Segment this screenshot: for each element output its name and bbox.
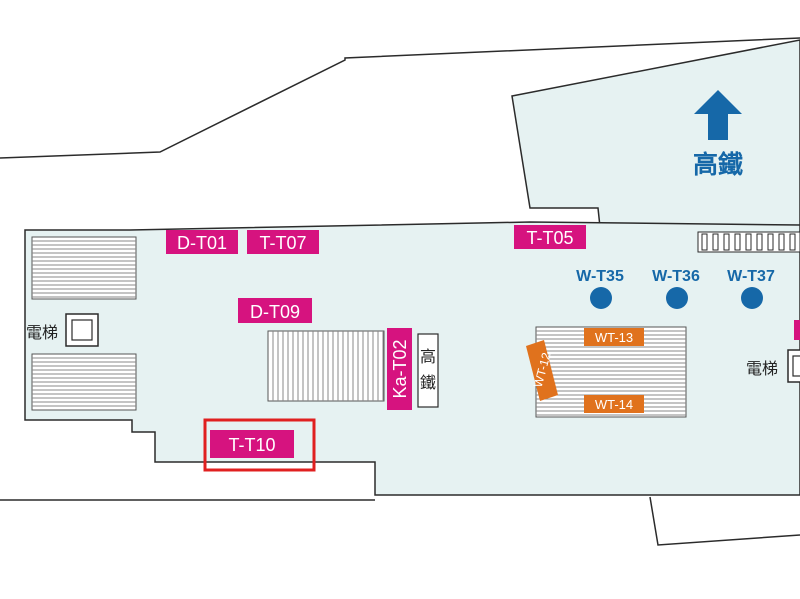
wt14-label[interactable]: WT-14 — [595, 397, 633, 412]
gate-label-t-t07-bg — [247, 230, 319, 254]
station-label-w-t35: W-T35 — [576, 268, 624, 285]
highlight-box — [203, 418, 316, 472]
hsr-area-label: 高鐵 — [693, 150, 743, 179]
gate-label-t-t05-bg — [514, 225, 586, 249]
hsr-area — [511, 39, 800, 247]
ticket-gate — [767, 233, 774, 251]
ticket-gate — [778, 233, 785, 251]
gate-label-d-t09-bg — [238, 298, 312, 323]
gate-label-d-t01-bg — [166, 230, 238, 254]
ticket-gate — [734, 233, 741, 251]
stairs-bottom-left — [31, 353, 137, 411]
gate-label-t-t07[interactable]: T-T07 — [259, 233, 306, 253]
elevator-left-label: 電梯 — [26, 323, 58, 342]
ticket-gate — [745, 233, 752, 251]
wt13-bg — [584, 328, 644, 346]
gate-label-ka-t02[interactable]: Ka-T02 — [390, 339, 410, 398]
elevator-right-label: 電梯 — [746, 359, 778, 378]
wt13-label[interactable]: WT-13 — [595, 330, 633, 345]
ticket-gate — [756, 233, 763, 251]
wt14-bg — [584, 395, 644, 413]
gate-label-d-t09[interactable]: D-T09 — [250, 302, 300, 322]
elevator-left-inner — [71, 319, 93, 341]
arrow-up-icon — [694, 90, 742, 140]
hsr-sign-line2: 鐵 — [420, 373, 436, 392]
gate-label-t-t10[interactable]: T-T10 — [228, 435, 275, 455]
gate-label-d-t01[interactable]: D-T01 — [177, 233, 227, 253]
street-outline — [0, 37, 800, 159]
station-label-w-t36: W-T36 — [652, 268, 700, 285]
gate-label-partial-bg — [794, 320, 800, 340]
station-dot-w-t36[interactable] — [666, 287, 688, 309]
ticket-gate — [723, 233, 730, 251]
lower-outline — [0, 496, 800, 546]
elevator-right-inner — [792, 355, 800, 377]
gate-label-t-t10-bg — [210, 430, 294, 458]
elevator-left-icon — [65, 313, 99, 347]
gate-label-ka-t02-bg — [387, 328, 412, 410]
hsr-sign-box — [417, 333, 439, 408]
stairs-top-left — [31, 236, 137, 300]
wt12-bg — [526, 340, 558, 401]
stairs-center — [267, 330, 385, 402]
hsr-gate-row — [697, 231, 800, 253]
ticket-gate — [789, 233, 796, 251]
elevator-right-icon — [787, 349, 800, 383]
station-dot-w-t35[interactable] — [590, 287, 612, 309]
station-label-w-t37: W-T37 — [727, 268, 775, 285]
hsr-sign-line1: 高 — [420, 347, 436, 366]
station-dot-w-t37[interactable] — [741, 287, 763, 309]
ticket-gate — [701, 233, 708, 251]
gate-label-t-t05[interactable]: T-T05 — [526, 228, 573, 248]
ticket-gate — [712, 233, 719, 251]
